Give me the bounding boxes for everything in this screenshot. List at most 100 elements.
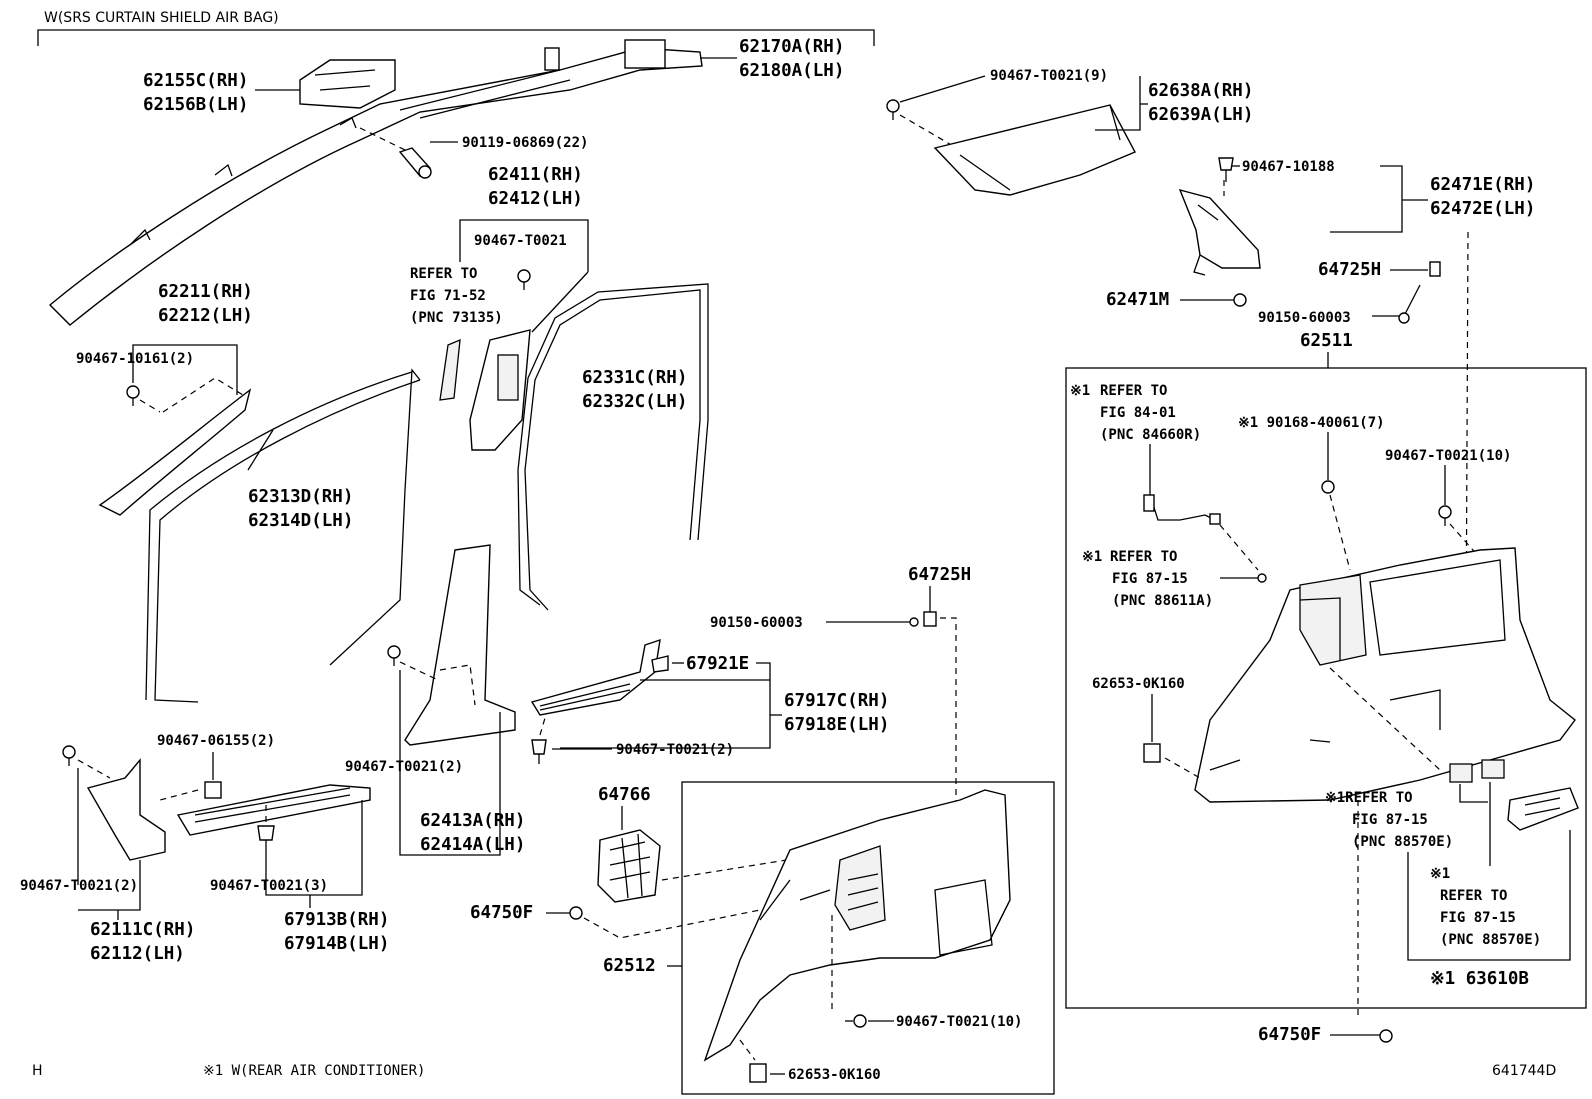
b-pillar-lower-62413 xyxy=(404,544,516,746)
clip-64750f-a xyxy=(569,906,583,920)
callout-90467-10161: 90467-10161(2) xyxy=(76,351,194,367)
callout-90467-t0021-a: 90467-T0021 xyxy=(474,233,567,249)
clip-67921e xyxy=(651,655,669,673)
refer-87-15-c-mark: ※1 xyxy=(1430,866,1450,882)
weatherstrip-62331 xyxy=(517,283,709,611)
refer-87-15-a-line1: REFER TO xyxy=(1110,549,1177,565)
part-88611a xyxy=(1257,573,1267,583)
callout-62212-lh: 62212(LH) xyxy=(158,306,253,326)
clip-90467-t0021-2a xyxy=(531,739,547,764)
pillar-garnish-62411 xyxy=(469,329,531,451)
callout-67921e: 67921E xyxy=(686,654,749,674)
refer-87-15-a-mark: ※1 xyxy=(1082,549,1102,565)
callout-63610b: ※1 63610B xyxy=(1430,969,1529,989)
callout-62211-rh: 62211(RH) xyxy=(158,282,253,302)
clip-64725h-a xyxy=(1429,261,1441,277)
screw-90150-b xyxy=(870,617,919,627)
clip-90467-t0021-c xyxy=(62,745,76,766)
callout-90467-t0021-2c: 90467-T0021(2) xyxy=(20,878,138,894)
callout-90150-b: 90150-60003 xyxy=(710,615,803,631)
clip-62471m xyxy=(1233,293,1247,307)
clip-90467-t0021-10a xyxy=(1438,505,1452,526)
callout-67917-rh: 67917C(RH) xyxy=(784,691,889,711)
clip-90467-10161 xyxy=(126,385,140,406)
callout-62313-rh: 62313D(RH) xyxy=(248,487,353,507)
refer-87-15-c-line3: (PNC 88570E) xyxy=(1440,932,1541,948)
callout-90150-a: 90150-60003 xyxy=(1258,310,1351,326)
callout-62156-lh: 62156B(LH) xyxy=(143,95,248,115)
scuff-plate-67913 xyxy=(176,784,371,836)
callout-90119: 90119-06869(22) xyxy=(462,135,588,151)
callout-62413-rh: 62413A(RH) xyxy=(420,811,525,831)
callout-90467-t0021-9: 90467-T0021(9) xyxy=(990,68,1108,84)
callout-64725h-a: 64725H xyxy=(1318,260,1381,280)
screw-90150-a xyxy=(1398,284,1421,324)
clip-62653-b xyxy=(749,1063,767,1083)
header-bracket xyxy=(37,29,875,46)
refer-87-15-c-line1: REFER TO xyxy=(1440,888,1507,904)
callout-62332-lh: 62332C(LH) xyxy=(582,392,687,412)
clip-90467-t0021-a xyxy=(517,269,531,290)
scuff-plate-67917 xyxy=(530,638,661,716)
callout-62471m: 62471M xyxy=(1106,290,1169,310)
callout-90467-t0021-2a: 90467-T0021(2) xyxy=(616,742,734,758)
callout-62331-rh: 62331C(RH) xyxy=(582,368,687,388)
callout-90467-06155: 90467-06155(2) xyxy=(157,733,275,749)
clip-90467-t0021-9 xyxy=(886,99,900,120)
group-box-62511 xyxy=(1065,367,1587,1009)
callout-62471-rh: 62471E(RH) xyxy=(1430,175,1535,195)
callout-62472-lh: 62472E(LH) xyxy=(1430,199,1535,219)
callout-64750f-a: 64750F xyxy=(470,903,533,923)
callout-62638-rh: 62638A(RH) xyxy=(1148,81,1253,101)
screw-90168 xyxy=(1321,480,1335,494)
callout-62653-a: 62653-0K160 xyxy=(1092,676,1185,692)
callout-62511: 62511 xyxy=(1300,331,1353,351)
clip-90467-t0021-3 xyxy=(257,825,275,850)
callout-90467-t0021-3: 90467-T0021(3) xyxy=(210,878,328,894)
callout-62653-b: 62653-0K160 xyxy=(788,1067,881,1083)
d-pillar-garnish-62471 xyxy=(1178,188,1261,276)
refer-84-01-line2: FIG 84-01 xyxy=(1100,405,1176,421)
refer-87-15-a-line3: (PNC 88611A) xyxy=(1112,593,1213,609)
a-pillar-trim-62211 xyxy=(98,388,252,516)
refer-84-01-line3: (PNC 84660R) xyxy=(1100,427,1201,443)
clip-64750f-b xyxy=(1379,1029,1393,1043)
weatherstrip-62313 xyxy=(145,368,421,703)
group-box-62512 xyxy=(681,781,1055,1095)
callout-62155-rh: 62155C(RH) xyxy=(143,71,248,91)
header-note: W(SRS CURTAIN SHIELD AIR BAG) xyxy=(44,10,279,26)
refer-84-01-line1: REFER TO xyxy=(1100,383,1167,399)
clip-90467-t0021-b1 xyxy=(387,645,401,666)
vent-grille-88570e xyxy=(1507,787,1579,831)
speaker-grille-73135 xyxy=(439,338,461,401)
callout-62112-lh: 62112(LH) xyxy=(90,944,185,964)
callout-67914-lh: 67914B(LH) xyxy=(284,934,389,954)
quarter-trim-panel-62512 xyxy=(703,789,1011,1062)
refer-71-52-line1: REFER TO xyxy=(410,266,477,282)
refer-71-52-line2: FIG 71-52 xyxy=(410,288,486,304)
callout-62512: 62512 xyxy=(603,956,656,976)
footer-left-code: H xyxy=(32,1063,43,1079)
callout-62412-lh: 62412(LH) xyxy=(488,189,583,209)
roof-side-trim-62638 xyxy=(933,104,1136,196)
callout-90168: ※1 90168-40061(7) xyxy=(1238,415,1385,431)
refer-84-01-mark: ※1 xyxy=(1070,383,1090,399)
callout-90467-t0021-10a: 90467-T0021(10) xyxy=(1385,448,1511,464)
callout-62111-rh: 62111C(RH) xyxy=(90,920,195,940)
callout-64766: 64766 xyxy=(598,785,651,805)
callout-62414-lh: 62414A(LH) xyxy=(420,835,525,855)
callout-62314-lh: 62314D(LH) xyxy=(248,511,353,531)
callout-62411-rh: 62411(RH) xyxy=(488,165,583,185)
callout-64750f-b: 64750F xyxy=(1258,1025,1321,1045)
callout-62639-lh: 62639A(LH) xyxy=(1148,105,1253,125)
curtain-airbag-rail xyxy=(48,39,703,326)
kick-panel-62111 xyxy=(86,758,166,861)
callout-62170-rh: 62170A(RH) xyxy=(739,37,844,57)
clip-90467-t0021-10b xyxy=(845,1014,867,1028)
callout-90467-t0021-10b: 90467-T0021(10) xyxy=(896,1014,1022,1030)
callout-67918-lh: 67918E(LH) xyxy=(784,715,889,735)
clip-90467-06155 xyxy=(204,781,222,799)
clip-90467-10188 xyxy=(1218,157,1234,182)
refer-87-15-b-line3: (PNC 88570E) xyxy=(1352,834,1453,850)
